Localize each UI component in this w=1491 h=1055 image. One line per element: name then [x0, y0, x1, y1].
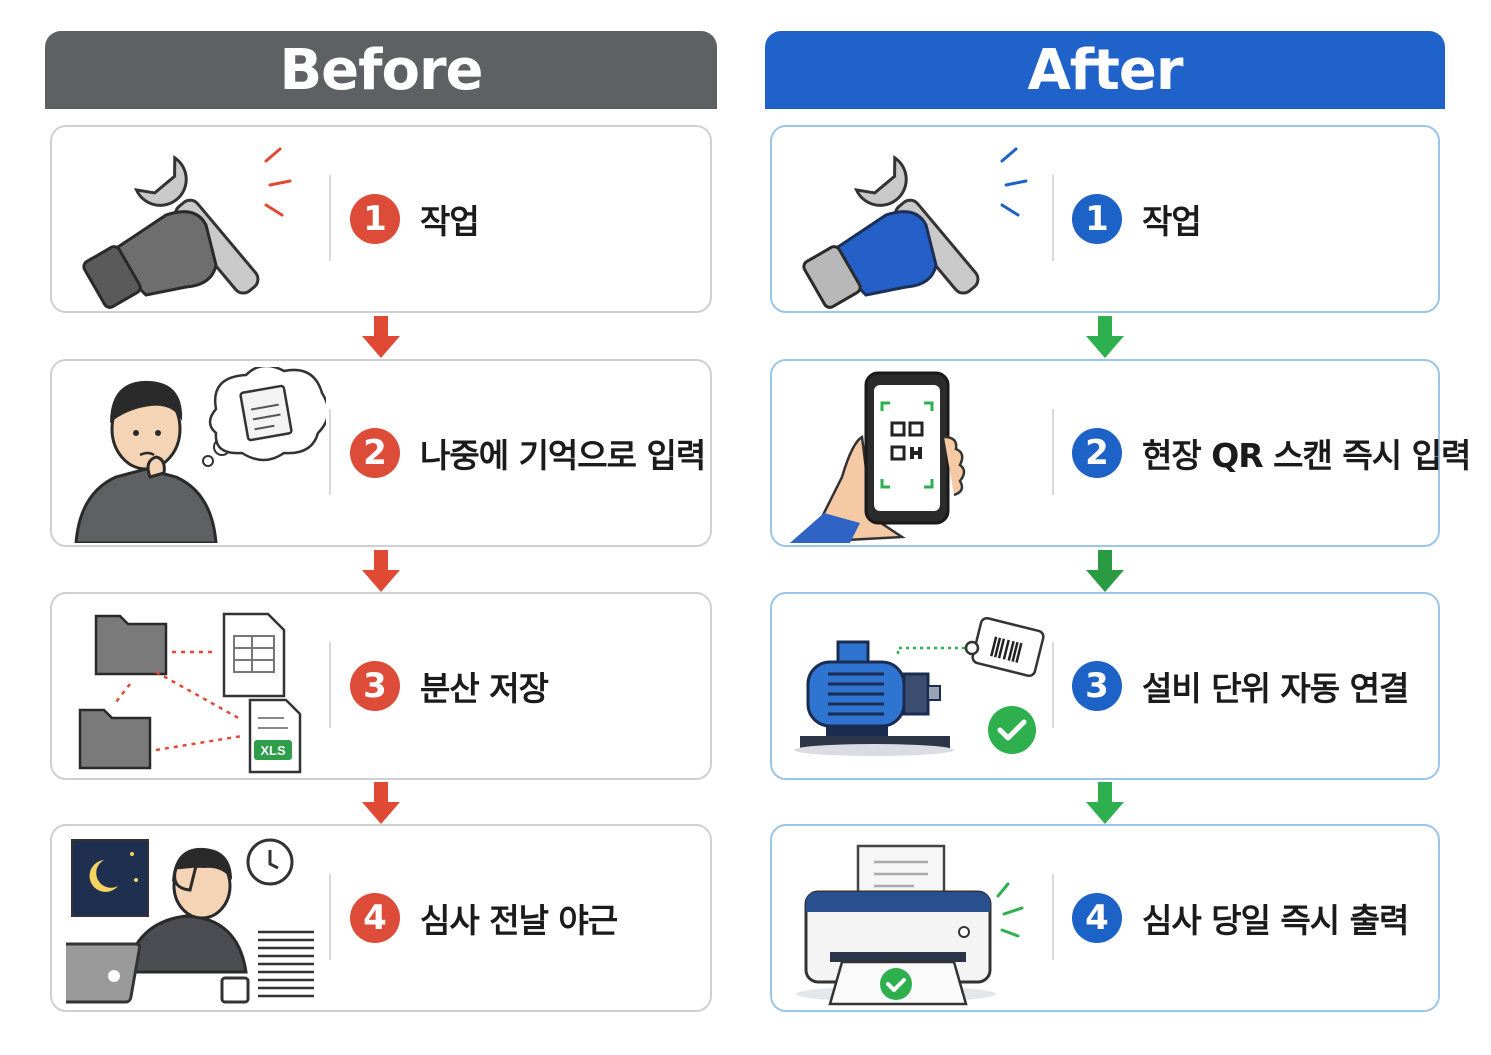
- overtime-night-icon: [66, 838, 314, 1004]
- step-label-group: 1 작업: [1072, 127, 1202, 311]
- step-divider: [1052, 409, 1054, 495]
- step-label: 분산 저장: [420, 669, 549, 708]
- step-divider: [329, 642, 331, 728]
- step-number-badge: 4: [1072, 893, 1122, 943]
- down-arrow-icon: [1086, 316, 1124, 358]
- step-number-badge: 3: [1072, 661, 1122, 711]
- step-number-badge: 3: [350, 661, 400, 711]
- step-divider: [1052, 642, 1054, 728]
- down-arrow-icon: [1086, 782, 1124, 824]
- before-step-3: XLS 3 분산 저장: [50, 592, 712, 780]
- step-divider: [1052, 175, 1054, 261]
- step-label: 심사 당일 즉시 출력: [1142, 901, 1409, 940]
- step-label: 설비 단위 자동 연결: [1142, 669, 1409, 708]
- step-label: 나중에 기억으로 입력: [420, 436, 706, 475]
- step-number-badge: 1: [1072, 194, 1122, 244]
- step-label-group: 2 현장 QR 스캔 즉시 입력: [1072, 361, 1471, 545]
- before-step-4: 4 심사 전날 야근: [50, 824, 712, 1012]
- step-label-group: 3 설비 단위 자동 연결: [1072, 594, 1409, 778]
- step-number-badge: 4: [350, 893, 400, 943]
- step-label: 심사 전날 야근: [420, 901, 618, 940]
- step-divider: [329, 409, 331, 495]
- step-label-group: 1 작업: [350, 127, 480, 311]
- after-step-4: 4 심사 당일 즉시 출력: [770, 824, 1440, 1012]
- down-arrow-icon: [362, 782, 400, 824]
- after-column: After 1 작업: [765, 31, 1471, 1012]
- before-step-2: 2 나중에 기억으로 입력: [50, 359, 712, 547]
- after-header: After: [765, 31, 1445, 109]
- after-step-1: 1 작업: [770, 125, 1440, 313]
- step-label-group: 4 심사 당일 즉시 출력: [1072, 826, 1409, 1010]
- step-label: 작업: [420, 202, 480, 241]
- down-arrow-icon: [362, 550, 400, 592]
- step-label: 현장 QR 스캔 즉시 입력: [1142, 436, 1471, 475]
- after-step-3: 3 설비 단위 자동 연결: [770, 592, 1440, 780]
- step-divider: [1052, 874, 1054, 960]
- step-divider: [329, 175, 331, 261]
- down-arrow-icon: [1086, 550, 1124, 592]
- step-number-badge: 2: [350, 428, 400, 478]
- qr-phone-icon: [790, 371, 966, 543]
- printer-icon: [796, 844, 1024, 1006]
- thinking-worker-icon: [74, 367, 326, 543]
- before-step-1: 1 작업: [50, 125, 712, 313]
- motor-tag-icon: [794, 616, 1045, 756]
- step-label-group: 4 심사 전날 야근: [350, 826, 618, 1010]
- before-column: Before 1 작업: [45, 31, 717, 1012]
- down-arrow-icon: [362, 316, 400, 358]
- wrench-hand-icon: [82, 147, 292, 309]
- xls-badge: XLS: [260, 743, 286, 758]
- wrench-hand-icon: [802, 147, 1028, 309]
- step-divider: [329, 874, 331, 960]
- after-step-2: 2 현장 QR 스캔 즉시 입력: [770, 359, 1471, 547]
- step-number-badge: 1: [350, 194, 400, 244]
- step-number-badge: 2: [1072, 428, 1122, 478]
- before-header: Before: [45, 31, 717, 109]
- step-label-group: 2 나중에 기억으로 입력: [350, 361, 706, 545]
- step-label-group: 3 분산 저장: [350, 594, 549, 778]
- step-label: 작업: [1142, 202, 1202, 241]
- scattered-files-icon: XLS: [78, 612, 302, 774]
